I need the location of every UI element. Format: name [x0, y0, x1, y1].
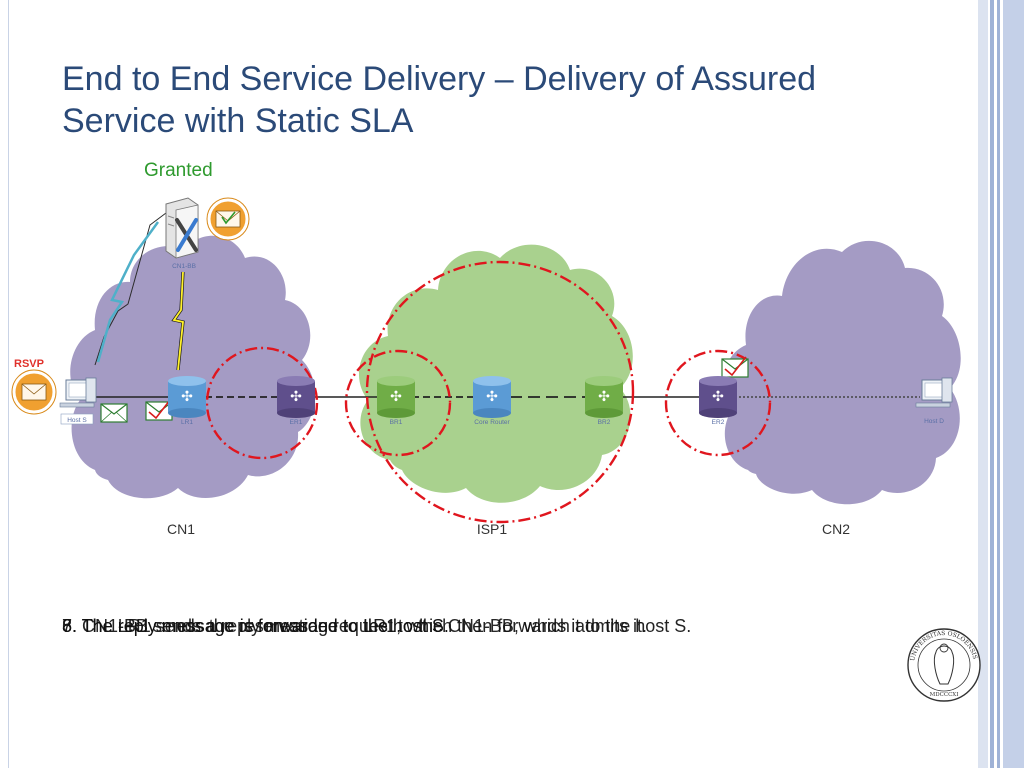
slide-title: End to End Service Delivery – Delivery o…: [62, 60, 817, 140]
server-label: CN1-BB: [172, 263, 196, 270]
step-caption: 7. CN1-BB sends a reply message to LR1, …: [62, 616, 692, 636]
er2-label: ER2: [712, 419, 725, 426]
svg-text:✣: ✣: [181, 389, 193, 405]
isp1-label: ISP1: [477, 521, 508, 537]
router-br1-icon: ✣ BR1: [377, 376, 415, 426]
sla-circle-er1: [205, 346, 319, 460]
sla-circle-er2: [664, 349, 772, 457]
approved-envelope-er2-icon: [721, 356, 749, 378]
br1-label: BR1: [390, 419, 403, 426]
host-s-label: Host S: [67, 417, 87, 424]
cn1-label: CN1: [167, 521, 195, 537]
slide-border: [8, 0, 9, 768]
signal-bolt-icon: [94, 209, 185, 371]
cn2-cloud: [723, 240, 961, 505]
sla-circle-br1: [344, 349, 452, 457]
envelope-badge-icon: [206, 197, 250, 241]
svg-text:✣: ✣: [390, 389, 402, 405]
sla-boundaries: [205, 260, 772, 524]
isp1-cloud: [358, 244, 633, 503]
bandwidth-broker-server-icon: CN1-BB: [165, 197, 199, 270]
svg-text:✣: ✣: [598, 389, 610, 405]
rsvp-badge-icon: RSVP: [11, 358, 57, 415]
step-caption: 8. The reply message is forwarded to the…: [62, 616, 449, 636]
step-caption: 6. The LR1 sends the reservation request…: [62, 616, 647, 636]
host-s-computer-icon: Host S: [59, 377, 97, 425]
granted-status: Granted: [144, 160, 213, 181]
sla-circle-isp1: [365, 260, 635, 524]
slide-decoration-stripes: [978, 0, 1024, 768]
er1-label: ER1: [290, 419, 303, 426]
router-er1-icon: ✣ ER1: [277, 376, 315, 426]
router-er2-icon: ✣ ER2: [699, 376, 737, 426]
router-br2-icon: ✣ BR2: [585, 376, 623, 426]
svg-text:MDCCCXI: MDCCCXI: [930, 692, 959, 698]
svg-text:✣: ✣: [486, 389, 498, 405]
lr1-label: LR1: [181, 419, 193, 426]
cn2-label: CN2: [822, 521, 850, 537]
svg-text:✣: ✣: [712, 389, 724, 405]
host-d-label: Host D: [924, 418, 944, 425]
rsvp-label: RSVP: [14, 358, 44, 370]
cn1-cloud: [70, 235, 316, 499]
message-envelope-icon: [100, 403, 128, 423]
svg-text:✣: ✣: [290, 389, 302, 405]
router-lr1-icon: ✣ LR1: [168, 376, 206, 426]
br2-label: BR2: [598, 419, 611, 426]
host-d-computer-icon: Host D: [915, 377, 953, 425]
core-router-icon: ✣ Core Router: [473, 376, 511, 426]
core-router-label: Core Router: [474, 419, 510, 426]
